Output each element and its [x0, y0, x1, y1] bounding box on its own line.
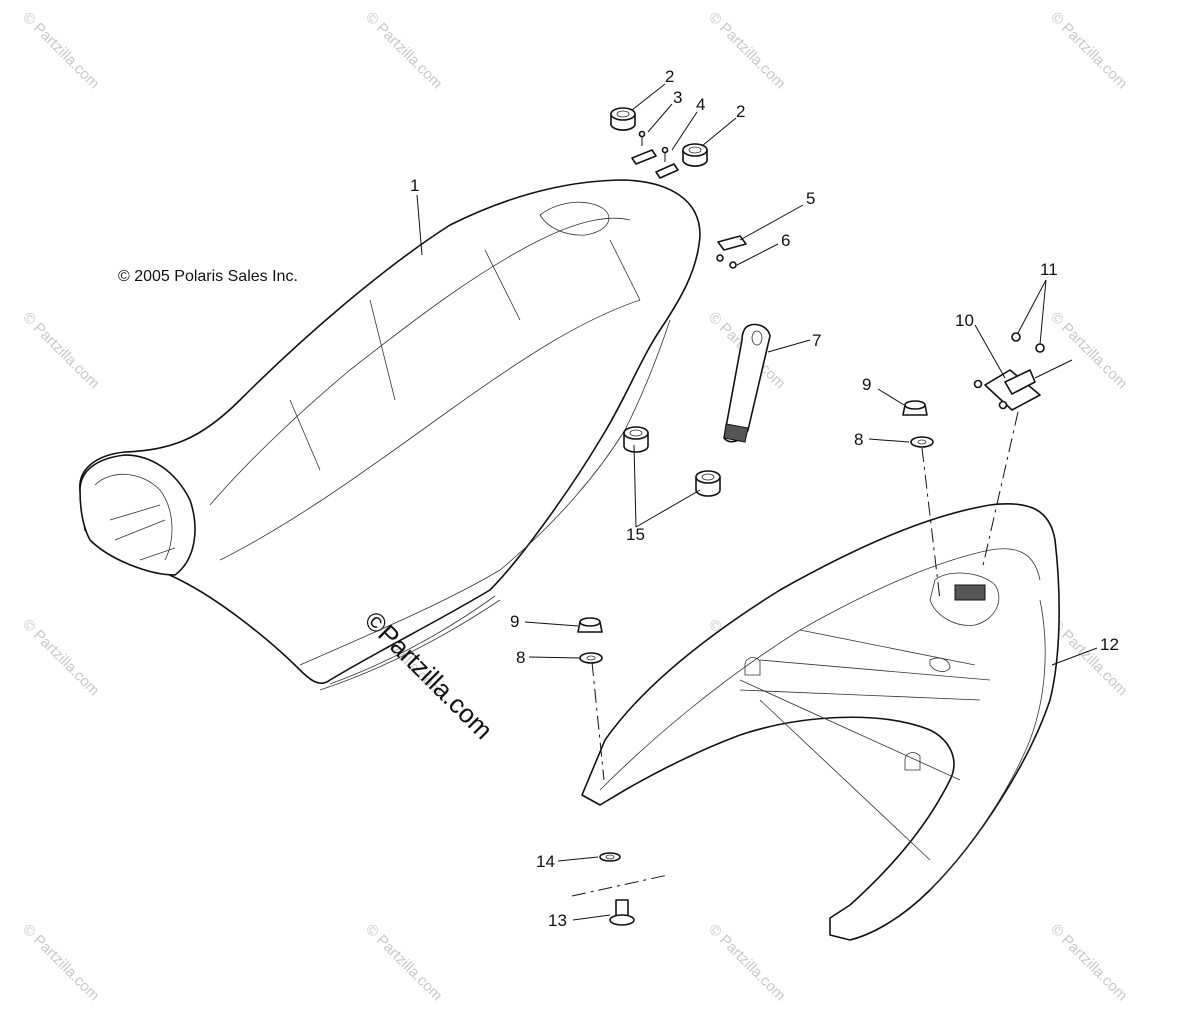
callout-7: 7 — [812, 331, 821, 350]
watermark: © Partzilla.com — [1047, 921, 1130, 1004]
watermark: © Partzilla.com — [1047, 309, 1130, 392]
seat-assembly — [79, 179, 701, 691]
callout-13: 13 — [548, 911, 567, 930]
callout-5: 5 — [806, 189, 815, 208]
leader-lines — [416, 83, 1098, 921]
callout-labels: 1 2 2 3 4 5 6 7 8 8 9 9 10 11 12 13 14 1… — [410, 67, 1119, 930]
callout-12: 12 — [1100, 635, 1119, 654]
callout-2-top-left: 2 — [665, 67, 674, 86]
watermark: © Partzilla.com — [705, 921, 788, 1004]
callout-6: 6 — [781, 231, 790, 250]
nut-washer-right — [902, 400, 934, 448]
screws-and-clips — [631, 130, 679, 179]
center-watermark: ©Partzilla.com — [359, 605, 499, 745]
callout-8-right: 8 — [854, 430, 863, 449]
bracket-part-5 — [716, 235, 747, 269]
assembly-centerlines — [571, 411, 1019, 897]
callout-9-left: 9 — [510, 612, 519, 631]
callout-9-right: 9 — [862, 375, 871, 394]
watermark: © Partzilla.com — [1047, 616, 1130, 699]
bolt-washer-bottom — [599, 852, 635, 926]
nut-washer-left — [577, 617, 603, 664]
watermark: © Partzilla.com — [19, 921, 102, 1004]
watermark: © Partzilla.com — [19, 9, 102, 92]
strap-part-7 — [723, 323, 771, 443]
callout-11: 11 — [1040, 260, 1058, 279]
watermark: © Partzilla.com — [1047, 9, 1130, 92]
callout-2-top-right: 2 — [736, 102, 745, 121]
copyright-text: © 2005 Polaris Sales Inc. — [118, 268, 298, 285]
callout-8-left: 8 — [516, 648, 525, 667]
latch-assembly — [973, 332, 1073, 411]
watermark: © Partzilla.com — [362, 9, 445, 92]
grommet-mid-left — [623, 426, 649, 453]
callout-10: 10 — [955, 311, 974, 330]
grommet-top-right — [682, 143, 708, 167]
callout-4: 4 — [696, 95, 705, 114]
callout-3: 3 — [673, 88, 682, 107]
callout-14: 14 — [536, 852, 555, 871]
callout-1: 1 — [410, 176, 419, 195]
grommet-top-left — [610, 107, 636, 131]
watermark: © Partzilla.com — [19, 616, 102, 699]
watermark: © Partzilla.com — [19, 309, 102, 392]
grommet-mid-right — [695, 470, 721, 497]
watermark: © Partzilla.com — [362, 921, 445, 1004]
storage-tray — [581, 503, 1060, 941]
watermark: © Partzilla.com — [705, 9, 788, 92]
callout-15: 15 — [626, 525, 645, 544]
